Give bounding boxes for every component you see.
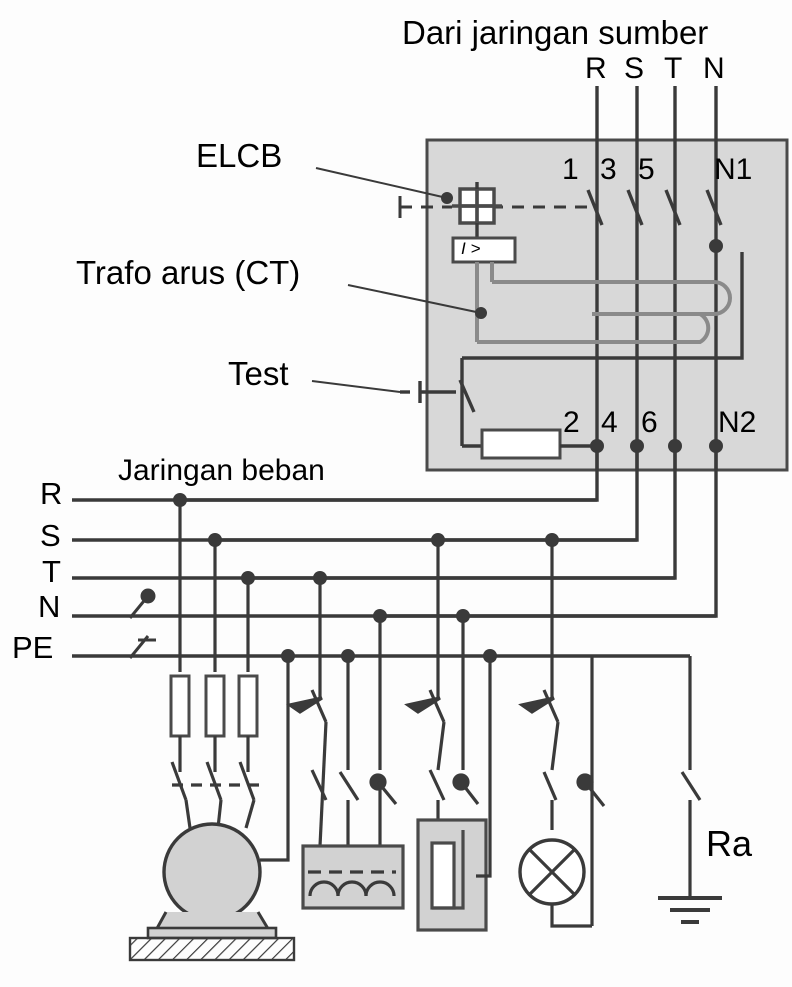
source-feeder-lines xyxy=(595,86,718,200)
earth-electrode-branch xyxy=(658,656,722,924)
neutral-pe-markers xyxy=(128,588,156,659)
trip-linkage xyxy=(398,182,590,245)
load-network-heading: Jaringan beban xyxy=(118,454,325,487)
relay-symbol-label: I > xyxy=(461,239,481,258)
bus-label-r: R xyxy=(40,476,63,511)
source-phase-label-t: T xyxy=(664,52,683,85)
page-title: Dari jaringan sumber xyxy=(402,14,709,51)
socket-outlet-branch xyxy=(286,578,405,910)
input-terminal-1: 1 xyxy=(562,153,579,186)
bus-label-pe: PE xyxy=(12,630,54,665)
branch-junction-dots xyxy=(173,493,559,663)
current-transformer xyxy=(475,280,732,344)
floor-hatch xyxy=(128,936,296,962)
bus-label-s: S xyxy=(40,518,61,553)
input-terminal-5: 5 xyxy=(638,153,655,186)
output-terminal-6: 6 xyxy=(641,406,658,439)
input-terminal-n1: N1 xyxy=(714,153,753,186)
bus-label-t: T xyxy=(42,554,61,589)
source-phase-label-r: R xyxy=(585,52,607,85)
callout-elcb: ELCB xyxy=(196,137,283,174)
motor-branch xyxy=(146,500,290,940)
output-terminal-2: 2 xyxy=(563,406,580,439)
load-busbars xyxy=(72,498,716,658)
callout-leaders xyxy=(311,167,487,393)
relay-module xyxy=(451,236,517,330)
main-contacts xyxy=(586,189,723,470)
earth-resistance-label: Ra xyxy=(706,823,753,864)
input-terminal-3: 3 xyxy=(600,153,617,186)
callout-trafo-arus: Trafo arus (CT) xyxy=(76,254,301,291)
source-phase-label-s: S xyxy=(624,52,645,85)
test-circuit xyxy=(400,252,744,460)
lamp-branch xyxy=(518,540,606,928)
callout-test: Test xyxy=(228,355,289,392)
appliance-branch xyxy=(404,540,492,932)
output-terminal-4: 4 xyxy=(601,406,618,439)
output-terminal-n2: N2 xyxy=(718,406,757,439)
bus-label-n: N xyxy=(38,589,61,624)
source-phase-label-n: N xyxy=(703,52,725,85)
